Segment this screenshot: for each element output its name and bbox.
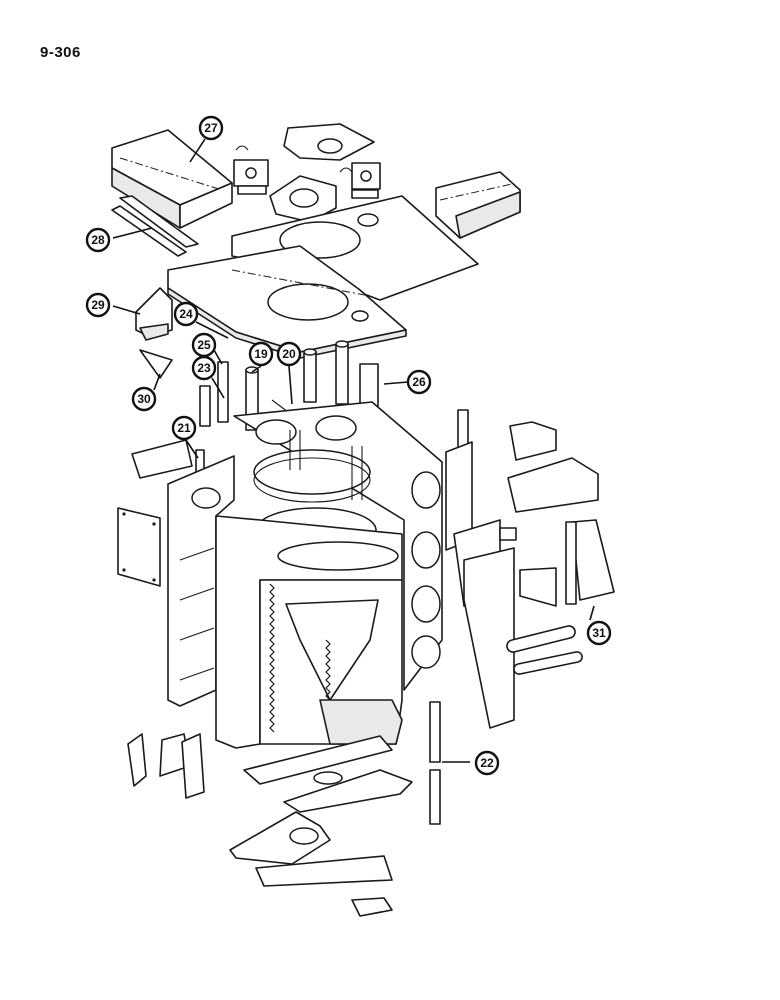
- callout-label: 22: [480, 756, 494, 770]
- right-panels: [506, 421, 615, 675]
- callout-20: 20: [276, 341, 302, 367]
- left-bracket: [135, 287, 173, 341]
- callout-19: 19: [248, 341, 274, 367]
- bottom-parts: [127, 701, 470, 917]
- callout-ring: [131, 386, 157, 412]
- callout-29: 29: [85, 292, 111, 318]
- callout-ring: [248, 341, 274, 367]
- top-right-cover: [435, 171, 521, 239]
- top-left-cover: [111, 129, 233, 229]
- callout-label: 26: [412, 375, 426, 389]
- callout-label: 31: [592, 626, 606, 640]
- callout-ring: [474, 750, 500, 776]
- callout-leaders: [112, 138, 293, 459]
- callout-label: 19: [254, 347, 268, 361]
- callout-25: 25: [191, 332, 217, 358]
- callout-24: 24: [173, 301, 199, 327]
- callout-ring: [191, 355, 217, 381]
- callout-ring: [198, 115, 224, 141]
- callout-label: 23: [197, 361, 211, 375]
- callout-22: 22: [474, 750, 500, 776]
- callout-ring: [586, 620, 612, 646]
- callout-label: 28: [91, 233, 105, 247]
- main-frame: [117, 401, 443, 749]
- top-plate-upper: [269, 123, 375, 223]
- callout-ring: [85, 292, 111, 318]
- callouts: 27 28 29 24 25 19 20 23 26 30 21 31 22: [85, 115, 612, 776]
- callout-ring: [276, 341, 302, 367]
- callout-label: 29: [91, 298, 105, 312]
- callout-ring: [85, 227, 111, 253]
- callout-31: 31: [586, 620, 612, 646]
- top-blocks: [233, 145, 381, 199]
- callout-28: 28: [85, 227, 111, 253]
- callout-label: 20: [282, 347, 296, 361]
- callout-label: 25: [197, 338, 211, 352]
- callout-ring: [171, 415, 197, 441]
- right-channel: [445, 409, 517, 729]
- callout-27: 27: [198, 115, 224, 141]
- callout-label: 24: [179, 307, 193, 321]
- cover-strip: [111, 195, 199, 257]
- callout-30: 30: [131, 386, 157, 412]
- callout-ring: [173, 301, 199, 327]
- callout-label: 30: [137, 392, 151, 406]
- callout-ring: [406, 369, 432, 395]
- callout-21: 21: [171, 415, 197, 441]
- top-deck: [167, 195, 479, 359]
- page-number: 9-306: [40, 44, 81, 61]
- callout-label: 21: [177, 421, 191, 435]
- left-small-panel: [131, 439, 205, 479]
- callout-23: 23: [191, 355, 217, 381]
- callout-label: 27: [204, 121, 218, 135]
- callout-26: 26: [406, 369, 432, 395]
- triangle-plate: [139, 349, 173, 379]
